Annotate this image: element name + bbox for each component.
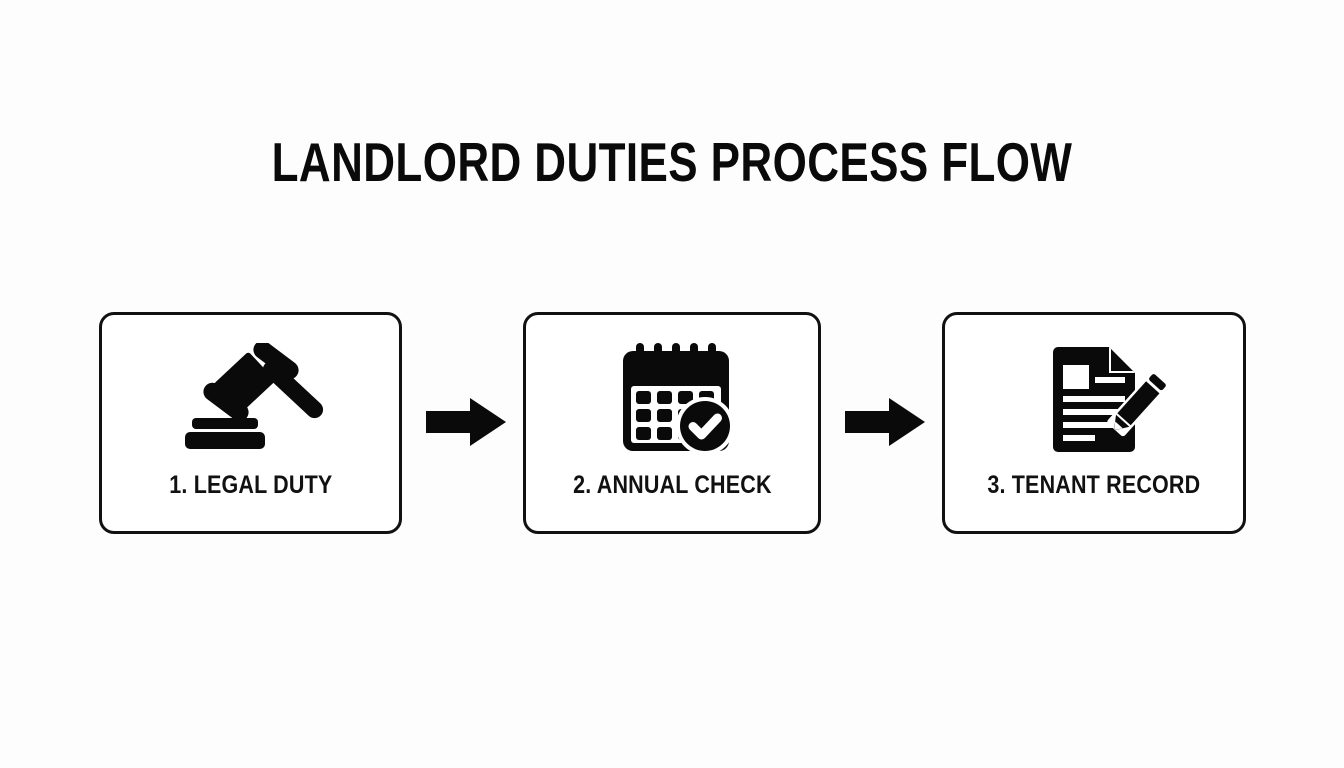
arrow-right-icon: [426, 398, 506, 446]
gavel-icon: [176, 343, 326, 455]
step-card-annual-check[interactable]: 2. ANNUAL CHECK: [523, 312, 821, 534]
step-label-tenant-record: 3. TENANT RECORD: [987, 471, 1201, 499]
page-title: LANDLORD DUTIES PROCESS FLOW: [271, 131, 1073, 193]
step-label-annual-check: 2. ANNUAL CHECK: [572, 471, 772, 499]
arrow-right-icon: [845, 398, 925, 446]
process-flow-diagram: 1. LEGAL DUTY: [99, 312, 1246, 534]
document-pencil-icon: [1019, 343, 1169, 455]
calendar-check-icon: [597, 343, 747, 455]
step-label-legal-duty: 1. LEGAL DUTY: [168, 471, 333, 499]
step-card-legal-duty[interactable]: 1. LEGAL DUTY: [99, 312, 402, 534]
step-card-tenant-record[interactable]: 3. TENANT RECORD: [942, 312, 1246, 534]
